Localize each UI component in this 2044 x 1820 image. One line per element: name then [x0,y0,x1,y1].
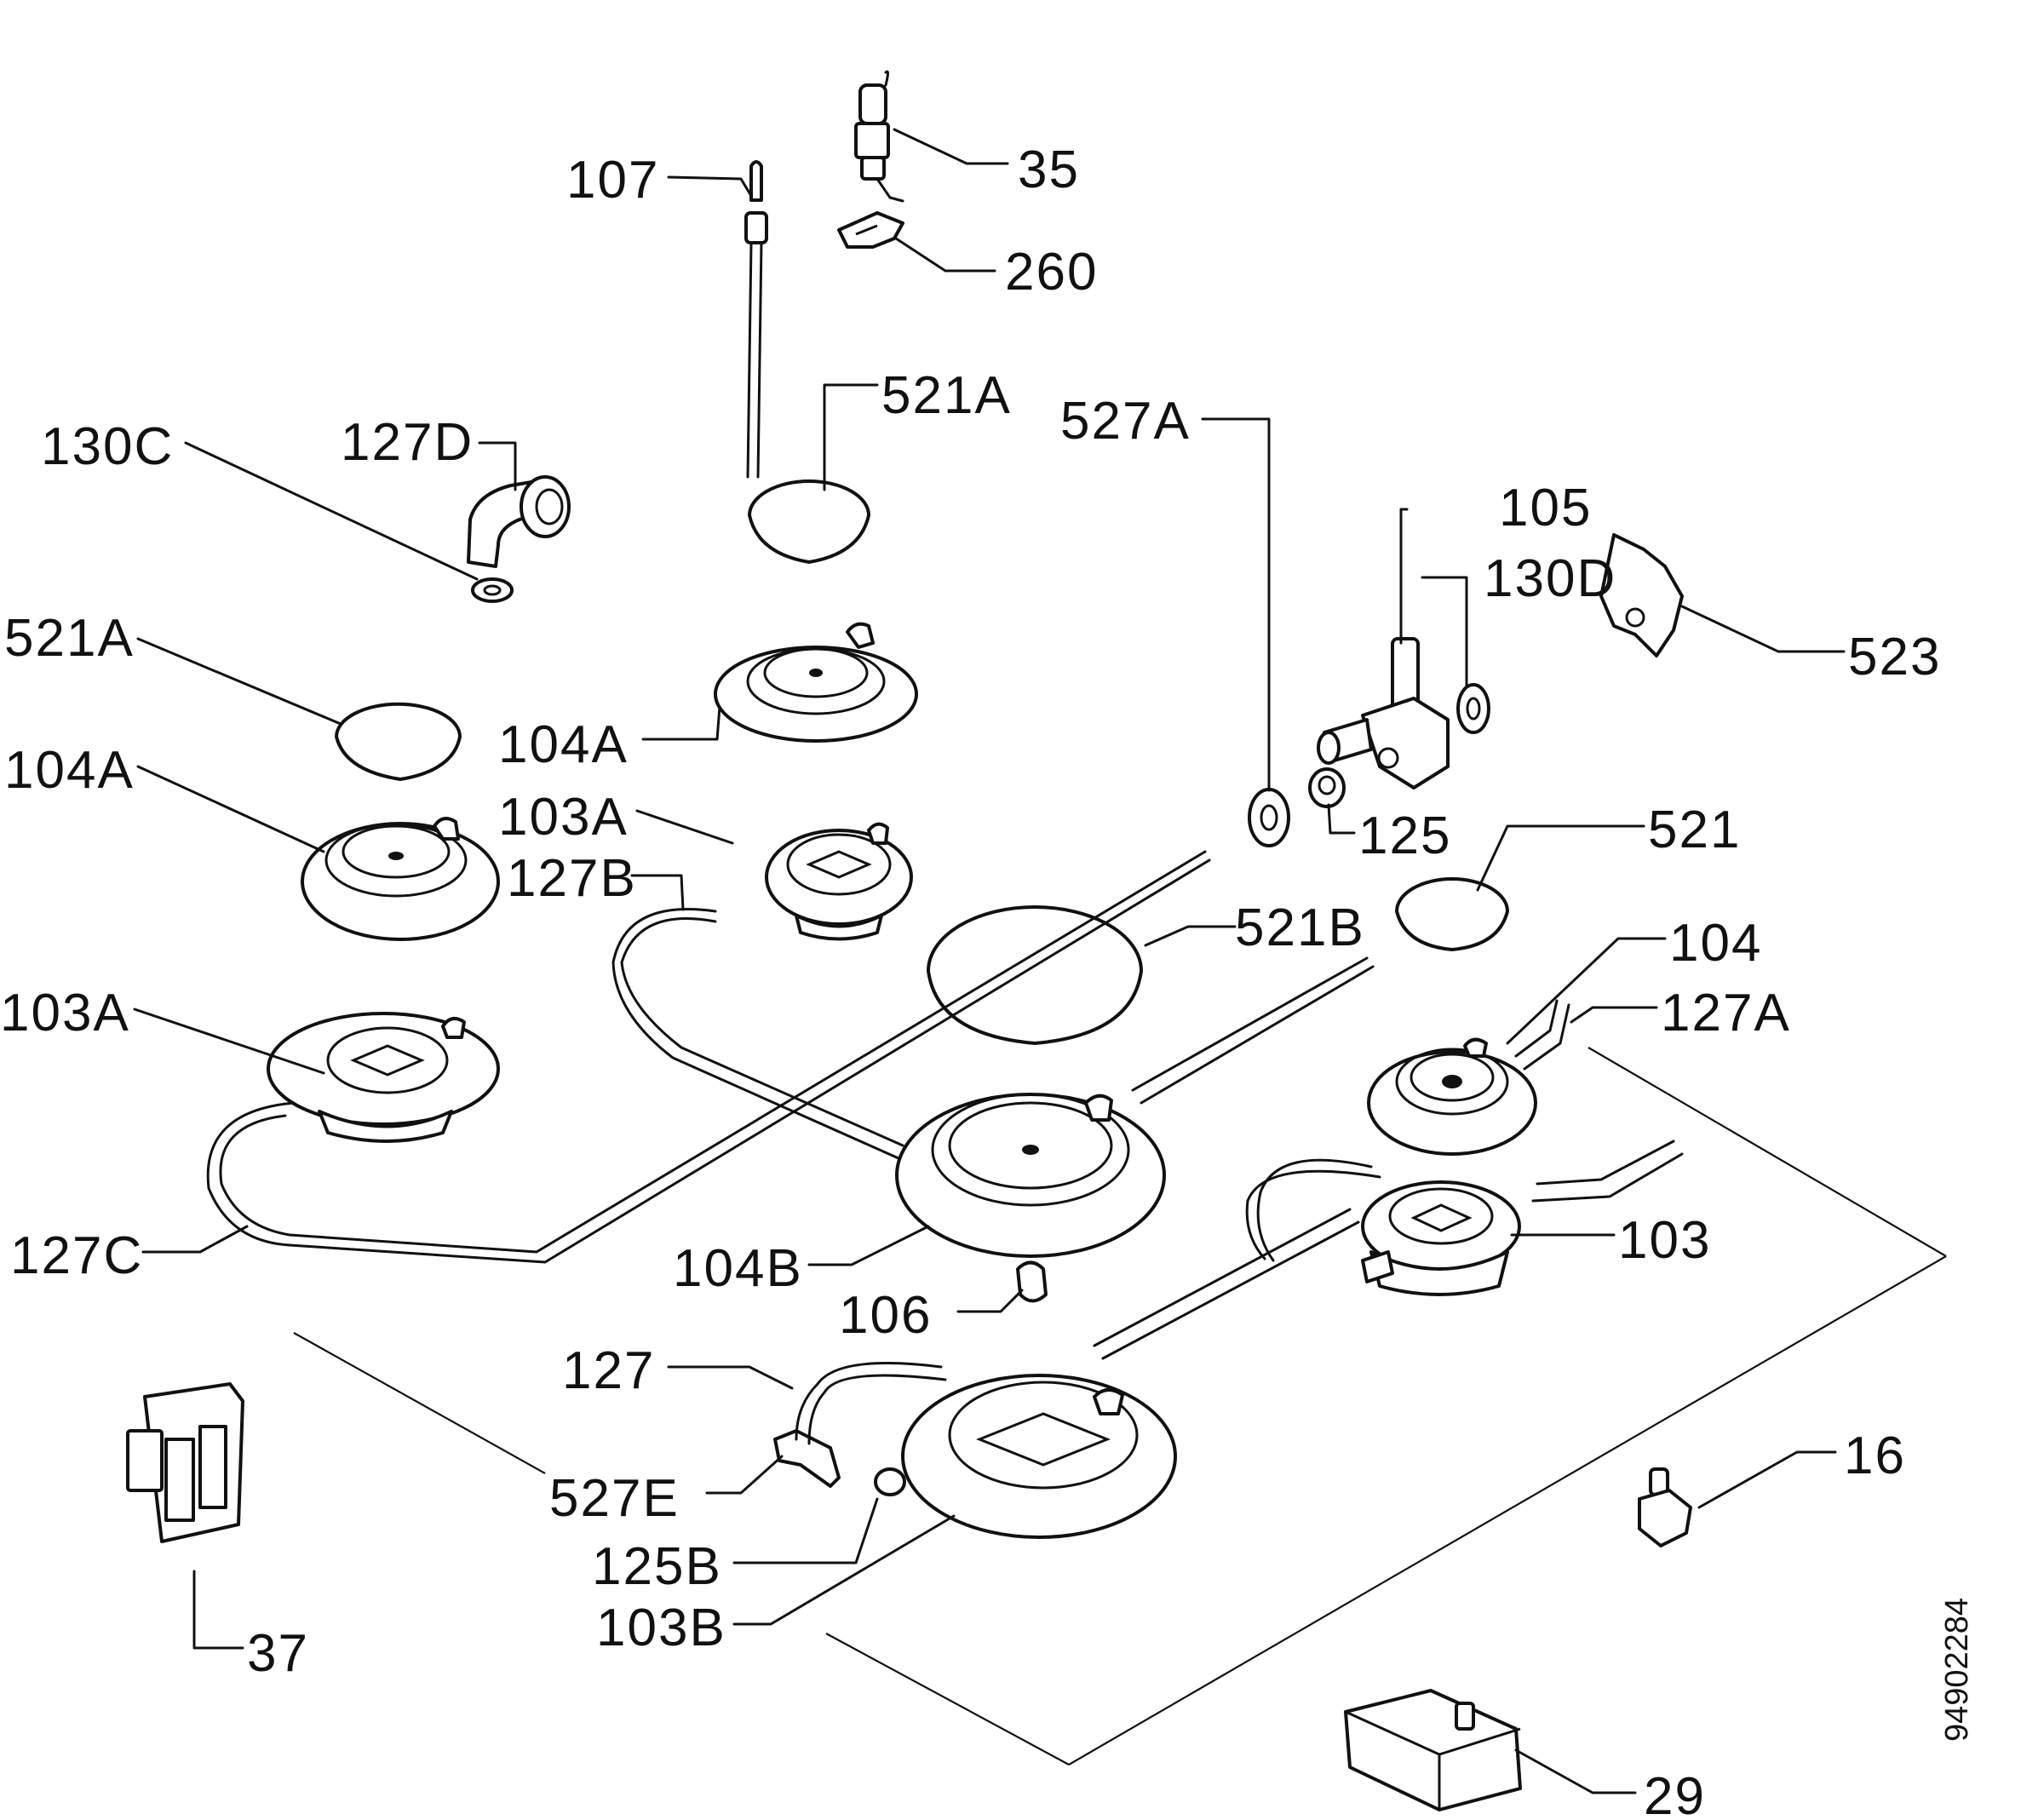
label-130D: 130D [1484,549,1616,608]
label-106: 106 [839,1286,932,1345]
label-127: 127 [562,1341,655,1400]
drawing-code: 94902284 [1939,1598,1975,1742]
label-127B: 127B [507,849,637,908]
label-103: 103 [1618,1211,1711,1270]
burner-base-103A-left [267,1012,500,1143]
label-104B: 104B [673,1239,803,1298]
component-16 [1638,1467,1692,1547]
label-523: 523 [1848,628,1941,686]
label-105: 105 [1499,479,1592,537]
washer-130D [1456,683,1490,734]
hob-outline [293,1047,1947,1765]
label-103A-left: 103A [0,984,130,1042]
injector-125 [1308,767,1346,808]
terminal-block-37 [126,1382,244,1543]
label-527E: 527E [549,1469,680,1528]
label-104: 104 [1669,914,1762,973]
thermocouple-107 [744,160,768,479]
label-37: 37 [247,1624,309,1683]
burner-base-103 [1361,1180,1521,1296]
label-104A-left: 104A [4,741,135,800]
label-521B: 521B [1235,899,1365,957]
label-125: 125 [1358,807,1451,865]
label-127D: 127D [341,413,474,472]
label-130C: 130C [41,417,174,476]
label-103A-mid: 103A [498,788,629,847]
nut-527A [1248,788,1290,847]
component-box-29 [1344,1689,1522,1811]
label-260: 260 [1005,243,1098,301]
clip-260 [837,211,904,249]
burner-cap-521 [1395,877,1509,951]
elbow-127D-and-washer-130C [467,475,571,603]
leader-lines [133,128,1846,1794]
injector-106 [1016,1260,1048,1303]
burner-cap-521A-top [748,479,870,564]
burner-head-104 [1367,1037,1537,1156]
bracket-523 [1599,533,1684,657]
label-521A-top: 521A [881,366,1012,425]
injector-125B [874,1467,906,1496]
fitting-527E [773,1429,841,1488]
label-527A: 527A [1060,392,1191,451]
burner-head-104B [895,1093,1166,1258]
label-107: 107 [566,151,659,210]
label-103B: 103B [596,1599,726,1657]
label-29: 29 [1644,1767,1706,1820]
gas-pipes [206,850,1684,1445]
label-16: 16 [1844,1427,1906,1485]
burner-head-104A-mid [714,622,918,743]
burner-head-104A-left [301,817,500,941]
label-521: 521 [1648,801,1741,859]
label-35: 35 [1018,141,1080,199]
label-127A: 127A [1661,984,1791,1042]
label-127C: 127C [10,1226,143,1285]
burner-base-103B [901,1374,1177,1539]
ignition-electrode-35 [854,70,904,203]
burner-cap-521B [927,905,1143,1045]
burner-cap-521A-left [335,702,462,781]
burner-base-103A-mid [765,822,913,941]
part-labels: 107 35 260 521A 527A 130C 127D 105 130D … [0,141,1975,1820]
gas-valve-105 [1317,637,1450,789]
label-104A-mid: 104A [498,715,629,774]
label-521A-left: 521A [4,609,135,668]
label-125B: 125B [592,1537,722,1596]
